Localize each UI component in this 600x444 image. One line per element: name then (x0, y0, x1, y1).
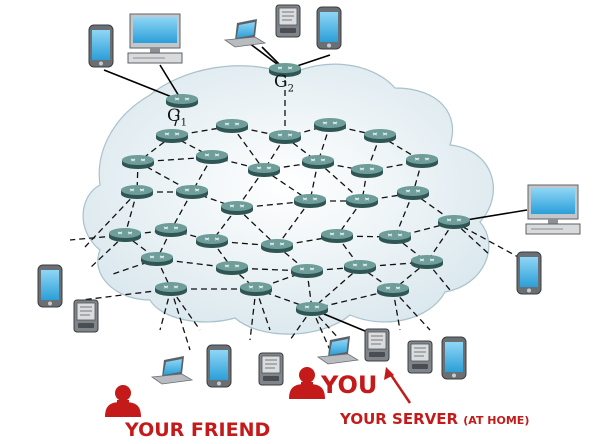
router-icon (376, 282, 410, 298)
smartphone-icon (88, 24, 114, 68)
gateway-1-label: G1 (167, 106, 187, 129)
dashed-link (453, 221, 521, 259)
desktop-computer-icon (127, 13, 183, 64)
your-server-label: YOUR SERVER (AT HOME) (340, 410, 530, 428)
dashed-link (289, 308, 313, 341)
dashed-link (394, 192, 414, 238)
smartphone-icon (441, 336, 467, 380)
router-icon (175, 184, 209, 200)
dashed-link (236, 169, 265, 209)
dashed-link (191, 191, 238, 209)
router-icon (301, 154, 335, 170)
dashed-link (89, 234, 126, 269)
dashed-link (124, 191, 138, 236)
dashed-link (392, 289, 431, 331)
person-icon (105, 385, 141, 417)
your-friend-label: YOUR FRIEND (125, 419, 271, 441)
smartphone-icon (37, 264, 63, 308)
router-icon (195, 149, 229, 165)
dashed-link (249, 288, 257, 341)
router-icon (195, 233, 229, 249)
dashed-link (159, 288, 172, 331)
solid-link (103, 69, 183, 102)
router-icon (350, 163, 384, 179)
desktop-computer-icon (525, 184, 581, 235)
dashed-link (255, 288, 271, 331)
router-icon (320, 228, 354, 244)
dashed-link (170, 191, 193, 231)
router-icon (405, 153, 439, 169)
pda-icon (73, 299, 99, 333)
router-icon (155, 128, 189, 144)
person-icon (289, 367, 325, 399)
laptop-icon (317, 335, 359, 365)
router-icon (239, 281, 273, 297)
dashed-link (84, 191, 138, 248)
dashed-link (284, 124, 331, 138)
dashed-link (231, 125, 265, 171)
router-icon (343, 259, 377, 275)
router-icon (120, 184, 154, 200)
dashed-link (426, 261, 451, 291)
router-icon (295, 301, 329, 317)
pda-icon (258, 352, 284, 386)
gateway-2-label: G2 (274, 72, 294, 95)
smartphone-icon (516, 251, 542, 295)
router-icon (363, 128, 397, 144)
you-label: YOU (321, 371, 378, 399)
router-icon (154, 281, 188, 297)
dashed-link (311, 308, 331, 351)
dashed-link (311, 266, 361, 310)
laptop-icon (151, 355, 193, 385)
router-icon (437, 214, 471, 230)
router-icon (260, 238, 294, 254)
dashed-link (453, 221, 491, 256)
router-icon (215, 260, 249, 276)
router-icon (290, 263, 324, 279)
smartphone-icon (316, 6, 342, 50)
network-cloud (82, 63, 494, 335)
router-icon (378, 229, 412, 245)
at-home-label: (AT HOME) (463, 414, 530, 427)
laptop-icon (224, 18, 266, 48)
dashed-link (171, 135, 213, 158)
router-icon (140, 251, 174, 267)
dashed-link (109, 258, 158, 276)
router-icon (410, 254, 444, 270)
router-icon (313, 117, 347, 133)
router-icon (396, 185, 430, 201)
pda-icon (275, 4, 301, 38)
dashed-link (392, 261, 428, 291)
router-icon (154, 222, 188, 238)
dashed-link (124, 229, 172, 236)
dashed-link (170, 288, 201, 331)
dashed-link (311, 308, 341, 341)
dashed-link (170, 288, 191, 351)
pda-icon (407, 340, 433, 374)
router-icon (108, 227, 142, 243)
arrow-icon (384, 367, 412, 404)
smartphone-icon (206, 344, 232, 388)
router-icon (345, 193, 379, 209)
router-icon (220, 200, 254, 216)
router-icon (247, 162, 281, 178)
router-icon (215, 118, 249, 134)
router-icon (293, 193, 327, 209)
router-icon (121, 154, 155, 170)
router-icon (268, 129, 302, 145)
dashed-link (392, 289, 401, 331)
pda-icon (364, 328, 390, 362)
